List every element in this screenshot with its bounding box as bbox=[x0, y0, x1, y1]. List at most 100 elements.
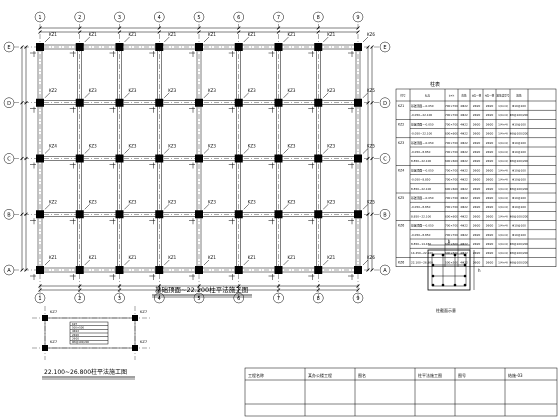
column-body bbox=[234, 266, 243, 274]
dim-tick bbox=[316, 26, 321, 30]
table-cell: 700×700 bbox=[445, 196, 458, 200]
axis-bubble-8 bbox=[313, 292, 324, 304]
dim-tick bbox=[77, 284, 82, 288]
column: KZ1 bbox=[189, 32, 216, 57]
table-cell: 基础顶面~-0.050 bbox=[411, 122, 434, 126]
rebar-dot bbox=[463, 253, 467, 257]
dim-tick bbox=[316, 284, 321, 288]
axis-label: 5 bbox=[197, 296, 200, 302]
table-cell: 2Φ20 bbox=[473, 150, 481, 154]
column: KZ3 bbox=[69, 88, 97, 113]
table-cell: 700×700 bbox=[445, 141, 458, 145]
column: KZ3 bbox=[228, 88, 256, 113]
table-cell: 700×700 bbox=[445, 205, 458, 209]
table-cell: 700×700 bbox=[445, 104, 458, 108]
label-leader bbox=[283, 259, 289, 266]
table-cell: 基础顶面~-0.050 bbox=[411, 224, 434, 228]
label-leader bbox=[44, 259, 51, 266]
dim-tick bbox=[20, 45, 24, 49]
axis-label: C bbox=[7, 157, 11, 163]
table-cell-id: KZ4 bbox=[398, 168, 404, 172]
label-leader bbox=[362, 204, 369, 210]
label-leader bbox=[164, 148, 170, 154]
column-body bbox=[115, 154, 124, 163]
axis-label: D bbox=[7, 101, 11, 107]
roof-legend-text: Φ8@100/200 bbox=[72, 340, 89, 344]
dim-tick bbox=[236, 284, 241, 288]
table-cell: Φ10@100 bbox=[512, 150, 526, 154]
column-label: KZ1 bbox=[327, 32, 335, 37]
rebar-dot bbox=[463, 283, 467, 287]
axis-label: 8 bbox=[317, 15, 320, 21]
axis-label: 7 bbox=[277, 15, 280, 21]
axis-bubble-1 bbox=[34, 292, 46, 304]
label-leader bbox=[283, 92, 289, 98]
label-leader bbox=[243, 36, 249, 43]
column-label: KZ3 bbox=[248, 199, 256, 204]
table-cell: 8.850~22.100 bbox=[411, 187, 431, 191]
axis-bubble-3 bbox=[114, 11, 125, 23]
column-label: KZ1 bbox=[89, 255, 97, 260]
column: KZ3 bbox=[189, 88, 216, 113]
dim-tick bbox=[117, 288, 122, 292]
column: KZ3 bbox=[149, 144, 177, 169]
table-cell: 1(4×4) bbox=[498, 141, 508, 145]
dim-tick bbox=[117, 284, 122, 288]
column-body bbox=[36, 43, 44, 51]
rebar-dot bbox=[441, 253, 445, 257]
table-cell: 2Φ20 bbox=[473, 113, 481, 117]
axis-bubble-C bbox=[379, 153, 391, 164]
column-label: KZ5 bbox=[367, 88, 375, 93]
dim-tick bbox=[366, 212, 370, 217]
label-leader bbox=[323, 148, 329, 154]
dim-tick bbox=[366, 45, 370, 49]
label-leader bbox=[283, 36, 289, 43]
axis-label: 3 bbox=[118, 15, 121, 21]
dim-tick bbox=[370, 100, 374, 105]
rebar-dot bbox=[431, 253, 435, 257]
table-header: b×h bbox=[449, 94, 455, 98]
column: KZ3 bbox=[149, 88, 177, 113]
label-leader bbox=[323, 92, 329, 98]
table-cell: 基础顶面~-0.050 bbox=[411, 196, 434, 200]
roof-column-label: KZ7 bbox=[140, 340, 147, 344]
axis-bubble-C bbox=[3, 153, 15, 164]
column-label: KZ2 bbox=[49, 199, 57, 204]
column-body bbox=[274, 210, 283, 219]
table-cell: 2Φ20 bbox=[486, 122, 494, 126]
column: KZ3 bbox=[268, 144, 296, 169]
rebar-dot bbox=[431, 263, 435, 267]
column-label: KZ1 bbox=[129, 32, 137, 37]
dimension-lines bbox=[20, 26, 374, 292]
column-body bbox=[115, 266, 124, 274]
label-leader bbox=[362, 36, 369, 43]
table-cell: 2Φ20 bbox=[486, 242, 494, 246]
title-block-label-project: 工程名称 bbox=[248, 372, 264, 378]
table-cell: Φ10@100 bbox=[512, 224, 526, 228]
table-cell: 2Φ20 bbox=[473, 178, 481, 182]
column-body bbox=[314, 210, 323, 219]
table-cell: 2Φ20 bbox=[486, 205, 494, 209]
column: KZ1 bbox=[30, 255, 57, 280]
label-leader bbox=[283, 148, 289, 154]
table-border bbox=[395, 88, 557, 267]
table-cell: 2Φ20 bbox=[473, 168, 481, 172]
column: KZ1 bbox=[268, 255, 296, 280]
axis-bubble-5 bbox=[193, 11, 205, 23]
axis-label: A bbox=[383, 268, 387, 274]
column-body bbox=[36, 210, 44, 219]
column-body bbox=[75, 43, 84, 51]
column: KZ3 bbox=[308, 88, 336, 113]
label-leader bbox=[124, 259, 130, 266]
table-cell: 600×600 bbox=[445, 159, 458, 163]
table-cell: 600×600 bbox=[445, 187, 458, 191]
column-label: KZ1 bbox=[49, 32, 57, 37]
axis-bubble-4 bbox=[154, 11, 165, 23]
table-cell: 2Φ20 bbox=[486, 251, 494, 255]
table-cell: 1(4×4) bbox=[498, 205, 508, 209]
column-label: KZ3 bbox=[129, 199, 137, 204]
table-cell: 2Φ20 bbox=[486, 187, 494, 191]
dim-tick bbox=[24, 212, 28, 217]
column: KZ1 bbox=[228, 32, 256, 57]
